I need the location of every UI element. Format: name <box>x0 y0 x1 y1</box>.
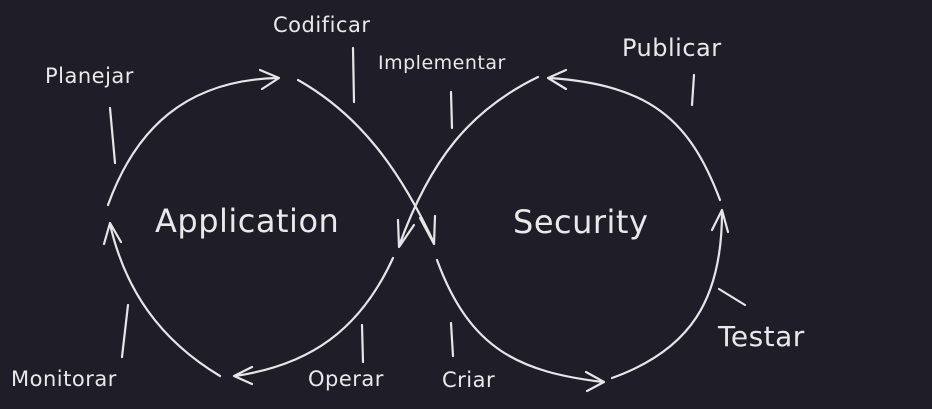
leader-codificar <box>351 46 356 104</box>
arrowhead-operar <box>232 365 254 386</box>
stage-label-testar: Testar <box>717 320 805 353</box>
stage-label-criar: Criar <box>442 368 495 392</box>
leader-testar <box>717 287 747 307</box>
loop-label-security: Security <box>513 203 648 241</box>
leader-planejar <box>108 106 117 165</box>
stage-label-planejar: Planejar <box>45 64 134 88</box>
arrowhead-center-down-left <box>396 218 416 249</box>
arrowhead-codificar <box>258 68 281 91</box>
arrowhead-center-down-right <box>418 214 437 246</box>
stage-label-monitorar: Monitorar <box>11 367 117 391</box>
arc-implementar-to-center <box>397 75 540 248</box>
arrowhead-testar <box>584 370 606 393</box>
loop-label-application: Application <box>155 202 339 240</box>
arc-codificar-to-criar <box>296 78 436 245</box>
leader-monitorar <box>120 303 130 359</box>
stage-label-publicar: Publicar <box>622 34 722 62</box>
stage-label-implementar: Implementar <box>378 52 506 74</box>
leader-operar <box>360 323 365 364</box>
arc-publicar-to-implementar <box>548 76 722 202</box>
leader-implementar <box>449 90 454 130</box>
arrowhead-planejar <box>102 221 123 246</box>
leader-criar <box>449 321 455 358</box>
arrowhead-implementar <box>546 68 568 91</box>
leader-publicar <box>690 73 696 107</box>
arc-testar-to-publicar <box>610 210 724 380</box>
arc-criar-to-testar <box>435 258 605 384</box>
stage-label-operar: Operar <box>308 367 384 391</box>
arc-monitorar-to-planejar <box>108 222 222 378</box>
stage-label-codificar: Codificar <box>273 13 370 37</box>
arc-center-to-operar <box>233 256 395 378</box>
arrowhead-publicar <box>710 208 730 234</box>
arc-planejar-to-codificar <box>106 76 280 207</box>
